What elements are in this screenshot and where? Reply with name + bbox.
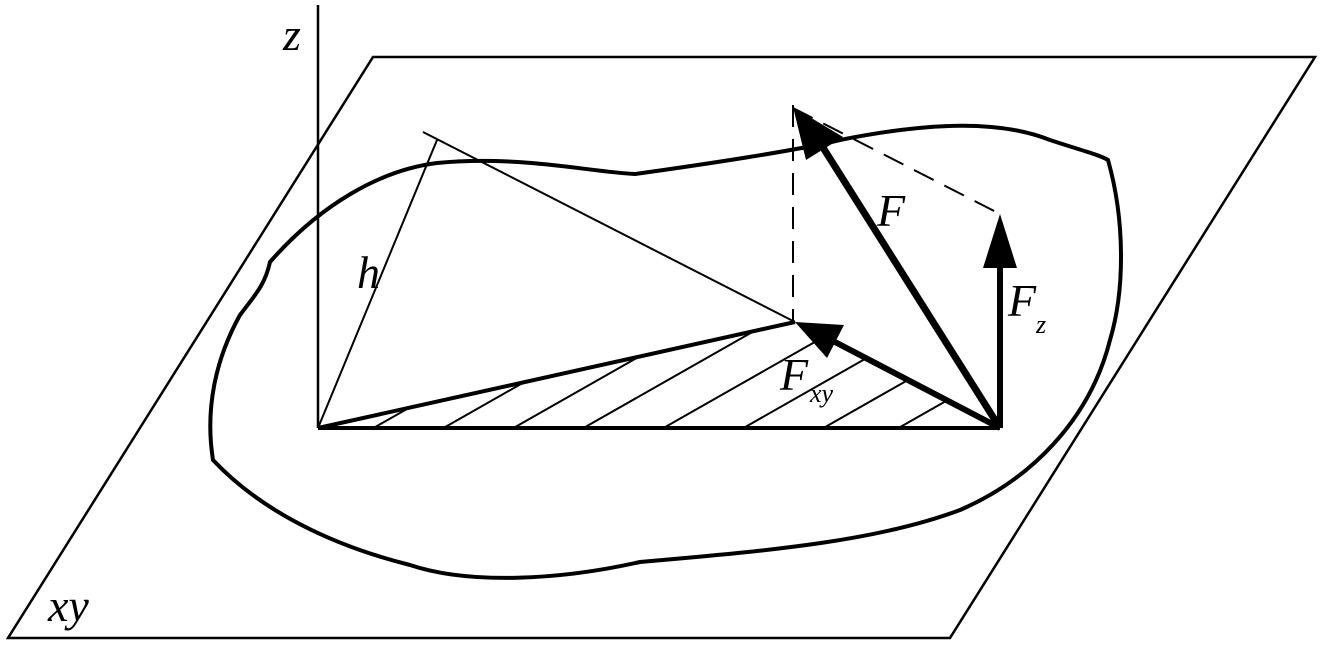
triangle-edge: [317, 320, 796, 430]
force-Fxy-label: F xy: [779, 349, 834, 408]
force-F-arrow: [793, 107, 1003, 430]
force-Fz-arrow: [983, 214, 1017, 428]
dashed-top: [792, 107, 1001, 215]
lever-arm-h: [317, 139, 438, 429]
z-axis-label: z: [282, 9, 301, 60]
lever-arm-label: h: [357, 247, 380, 298]
xy-plane: [5, 55, 1318, 640]
plane-label: xy: [47, 580, 89, 631]
force-Fxy-arrow: [795, 322, 1002, 431]
force-Fz-label: F z: [1007, 275, 1046, 339]
parallel-line: [422, 131, 796, 323]
force-F-label: F: [876, 185, 906, 236]
